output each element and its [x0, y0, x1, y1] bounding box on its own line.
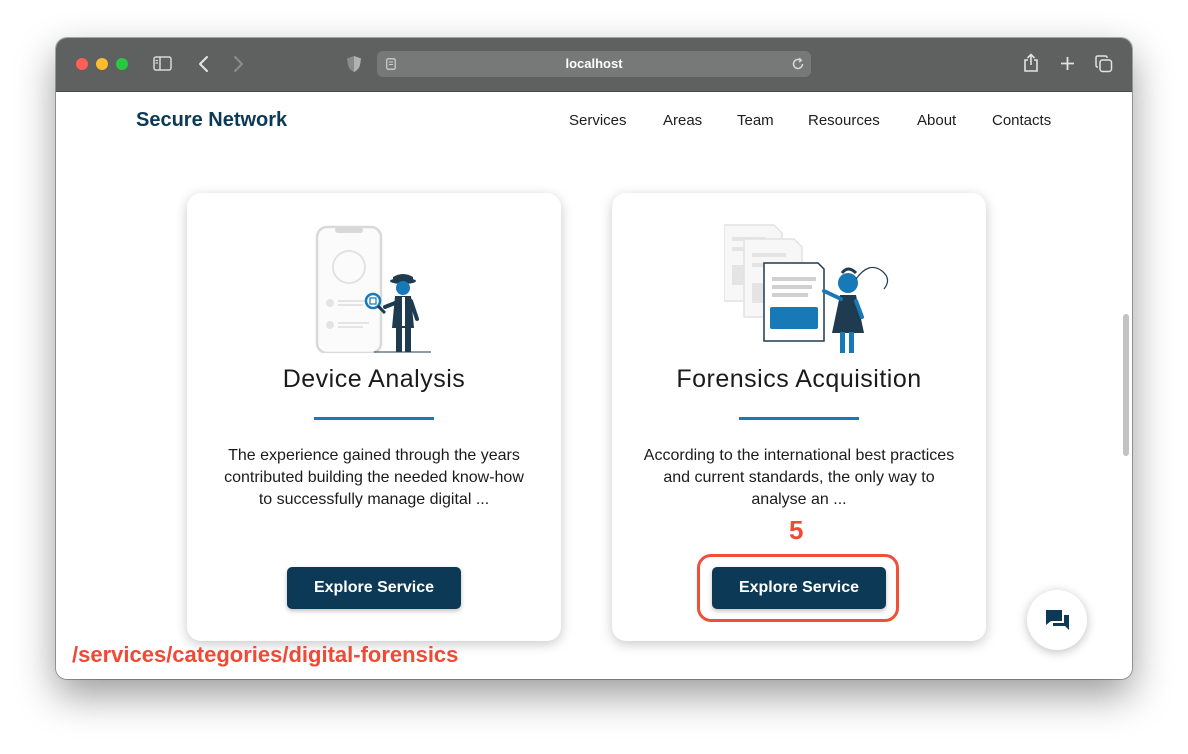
- phone-inspector-illustration: [315, 225, 431, 353]
- new-tab-icon[interactable]: [1060, 56, 1075, 71]
- chat-widget-button[interactable]: [1027, 590, 1087, 650]
- title-underline: [739, 417, 859, 420]
- nav-about[interactable]: About: [917, 112, 957, 129]
- minimize-window-button[interactable]: [96, 58, 108, 70]
- documents-analyst-illustration: [724, 224, 889, 353]
- close-window-button[interactable]: [76, 58, 88, 70]
- target-highlight-box: [697, 554, 899, 622]
- page-content: Secure Network Services Areas Team Resou…: [56, 92, 1132, 679]
- title-underline: [314, 417, 434, 420]
- card-description: The experience gained through the years …: [224, 447, 524, 508]
- forward-icon[interactable]: [232, 55, 244, 73]
- site-logo[interactable]: Secure Network: [136, 109, 288, 131]
- route-path-label: /services/categories/digital-forensics: [72, 642, 459, 667]
- browser-titlebar: localhost: [56, 38, 1132, 92]
- card-title: Device Analysis: [282, 365, 466, 393]
- address-bar[interactable]: localhost: [377, 51, 811, 77]
- nav-contacts[interactable]: Contacts: [992, 112, 1052, 129]
- explore-service-button[interactable]: Explore Service: [287, 567, 461, 609]
- url-text: localhost: [565, 56, 623, 71]
- reload-icon[interactable]: [791, 57, 805, 71]
- card-title: Forensics Acquisition: [676, 365, 922, 393]
- page-icon: [386, 58, 396, 70]
- service-card-forensics-acquisition: Forensics Acquisition According to the i…: [612, 193, 986, 641]
- tab-overview-icon[interactable]: [1095, 55, 1113, 73]
- chat-bubbles-icon: [1046, 610, 1069, 630]
- card-description: According to the international best prac…: [643, 447, 955, 508]
- browser-window: localhost Secure Network Services Areas …: [56, 38, 1132, 679]
- nav-team[interactable]: Team: [737, 112, 774, 129]
- service-card-device-analysis: Device Analysis The experience gained th…: [187, 193, 561, 641]
- sidebar-icon[interactable]: [153, 56, 172, 71]
- explore-service-button[interactable]: Explore Service: [712, 567, 886, 609]
- nav-areas[interactable]: Areas: [663, 112, 703, 129]
- nav-services[interactable]: Services: [569, 112, 627, 129]
- nav-resources[interactable]: Resources: [808, 112, 880, 129]
- vertical-scrollbar[interactable]: [1123, 314, 1129, 456]
- privacy-shield-icon[interactable]: [346, 55, 362, 73]
- zoom-window-button[interactable]: [116, 58, 128, 70]
- step-number-label: 5: [789, 515, 804, 545]
- share-icon[interactable]: [1023, 53, 1039, 73]
- back-icon[interactable]: [198, 55, 210, 73]
